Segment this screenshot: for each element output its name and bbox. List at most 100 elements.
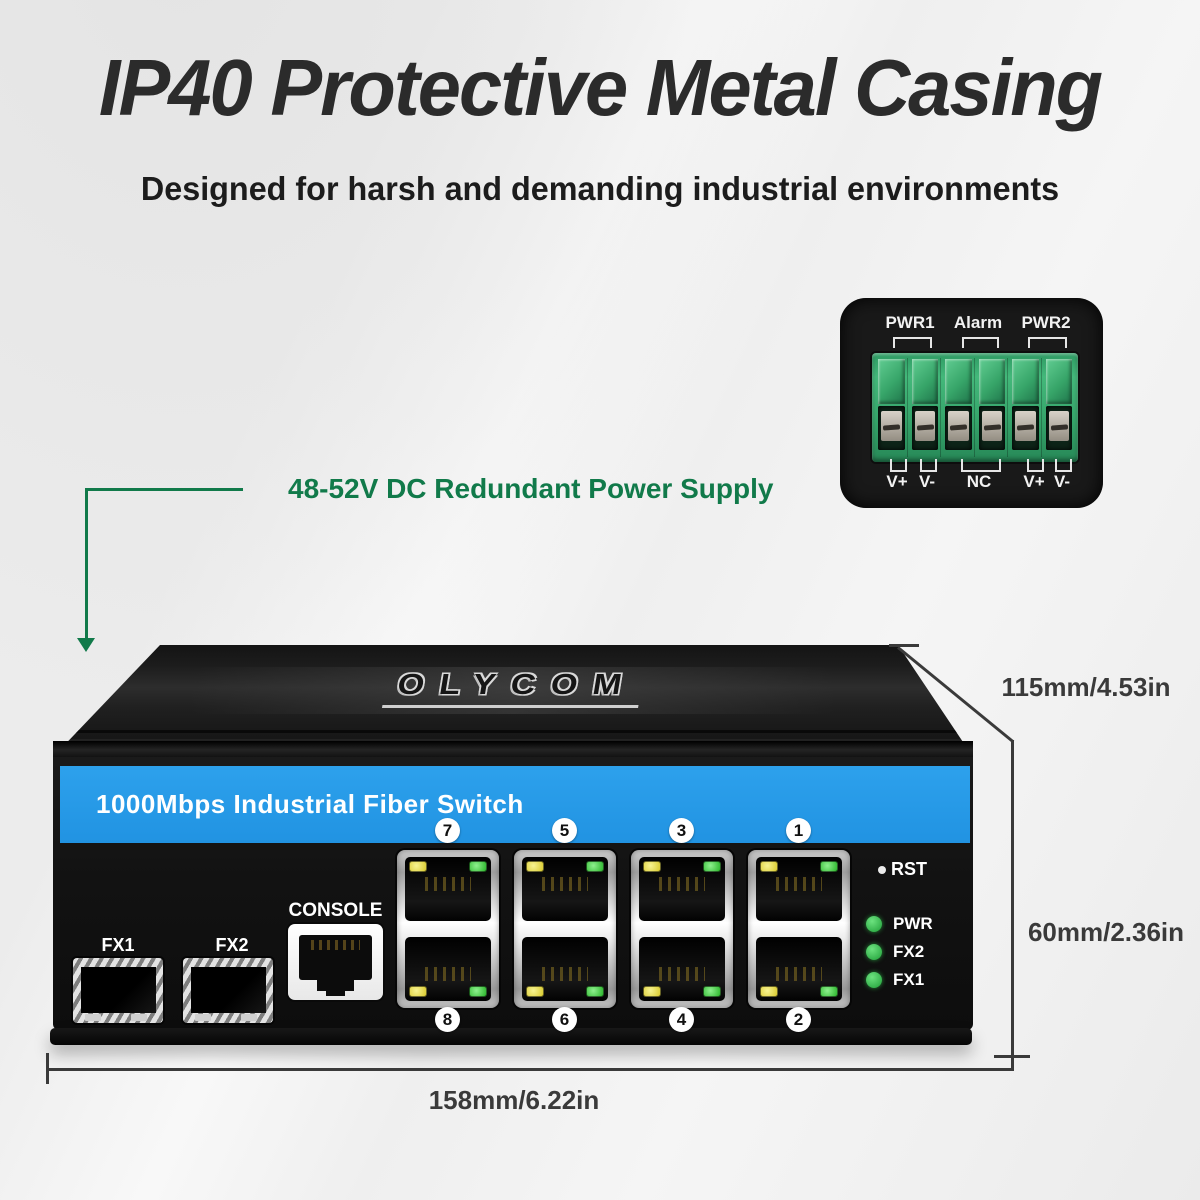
terminal-pin-label: V- (1053, 472, 1071, 491)
terminal-screw-hole (1045, 406, 1072, 450)
link-led-green (703, 986, 721, 997)
link-led-yellow (643, 986, 661, 997)
sfp-port-label: FX2 (215, 935, 249, 955)
rj45-port (639, 857, 725, 921)
link-led-yellow (760, 986, 778, 997)
terminal-screw-hole (978, 406, 1005, 450)
link-led-green (820, 861, 838, 872)
terminal-cell (977, 358, 1008, 457)
console-jack-tab (317, 980, 354, 991)
console-jack-tab (326, 991, 345, 996)
terminal-bracket (1027, 459, 1044, 472)
status-led-label: PWR (893, 914, 933, 933)
terminal-socket (945, 359, 972, 404)
link-led-green (586, 986, 604, 997)
power-terminal-inset: PWR1 Alarm PWR2 V+ V- NC V+ V- (840, 298, 1103, 508)
status-led-row: PWR (866, 914, 933, 934)
port-number-badge: 1 (786, 818, 811, 843)
link-led-yellow (409, 861, 427, 872)
port-number-badge: 3 (669, 818, 694, 843)
terminal-pin-label: V+ (886, 472, 908, 491)
dimension-tick (889, 644, 919, 647)
callout-line-vertical (85, 488, 88, 640)
logo-band (191, 667, 835, 715)
dimension-tick (46, 1053, 49, 1084)
terminal-screw (948, 411, 969, 441)
terminal-screw-hole (1012, 406, 1039, 450)
status-led-row: FX1 (866, 970, 924, 990)
terminal-bracket (920, 459, 937, 472)
link-led-yellow (409, 986, 427, 997)
device-base (50, 1028, 972, 1045)
terminal-group-label: Alarm (953, 313, 1003, 332)
reset-control: RST (878, 859, 927, 880)
fx1-led (866, 972, 882, 988)
brand-logo: OLYCOM (381, 669, 645, 708)
callout-arrow-icon (77, 638, 95, 652)
dimension-line-width (47, 1068, 1014, 1071)
top-ridge (53, 739, 973, 742)
sfp-opening (191, 967, 266, 1013)
port-number-badge: 5 (552, 818, 577, 843)
terminal-group-label: PWR2 (1021, 313, 1071, 332)
terminal-screw (1015, 411, 1036, 441)
console-label: CONSOLE (288, 900, 383, 921)
port-number-badge: 8 (435, 1007, 460, 1032)
sfp-port-cage (183, 958, 273, 1023)
dimension-depth-label: 115mm/4.53in (1001, 672, 1171, 702)
terminal-socket (878, 359, 905, 404)
dimension-height-label: 60mm/2.36in (1027, 917, 1185, 947)
port-number-badge: 2 (786, 1007, 811, 1032)
terminal-socket (911, 359, 938, 404)
terminal-cell (1010, 358, 1042, 457)
fx2-led (866, 944, 882, 960)
sfp-port-label: FX1 (101, 935, 135, 955)
terminal-screw (981, 411, 1002, 441)
link-led-yellow (643, 861, 661, 872)
terminal-screw-hole (945, 406, 972, 450)
group-bracket (1028, 337, 1067, 348)
rj45-port (522, 937, 608, 1001)
terminal-group-label: PWR1 (885, 313, 935, 332)
dimension-line-height (1011, 740, 1014, 1071)
terminal-screw-hole (878, 406, 905, 450)
sfp-latch (85, 1014, 101, 1021)
model-banner: 1000Mbps Industrial Fiber Switch (60, 766, 970, 843)
link-led-green (703, 861, 721, 872)
port-number-badge: 4 (669, 1007, 694, 1032)
link-led-yellow (526, 861, 544, 872)
sfp-opening (81, 967, 156, 1013)
link-led-green (820, 986, 838, 997)
sfp-port-cage (73, 958, 163, 1023)
status-led-label: FX2 (893, 942, 925, 961)
link-led-yellow (760, 861, 778, 872)
rj45-port (405, 937, 491, 1001)
terminal-pin-label: NC (966, 472, 992, 491)
page-title: IP40 Protective Metal Casing (98, 43, 1103, 132)
terminal-cell (876, 358, 908, 457)
link-led-green (469, 986, 487, 997)
rj45-port (756, 857, 842, 921)
rj45-port (756, 937, 842, 1001)
terminal-cell (943, 358, 975, 457)
terminal-block (872, 353, 1078, 462)
rj45-port-column (748, 850, 850, 1008)
dimension-tick (994, 1055, 1030, 1058)
reset-label: RST (891, 859, 927, 879)
link-led-yellow (526, 986, 544, 997)
rj45-port-column (631, 850, 733, 1008)
terminal-bracket (1055, 459, 1072, 472)
console-rj45-jack (299, 935, 372, 980)
page-subtitle: Designed for harsh and demanding industr… (140, 170, 1060, 207)
top-ridge (53, 730, 973, 734)
rj45-port (639, 937, 725, 1001)
terminal-bracket (890, 459, 907, 472)
dimension-width-label: 158mm/6.22in (428, 1085, 600, 1115)
status-led-row: FX2 (866, 942, 924, 962)
callout-line-horizontal (85, 488, 243, 491)
port-number-badge: 6 (552, 1007, 577, 1032)
terminal-pin-label: V- (918, 472, 936, 491)
terminal-socket (978, 359, 1005, 404)
link-led-green (469, 861, 487, 872)
port-number-badge: 7 (435, 818, 460, 843)
